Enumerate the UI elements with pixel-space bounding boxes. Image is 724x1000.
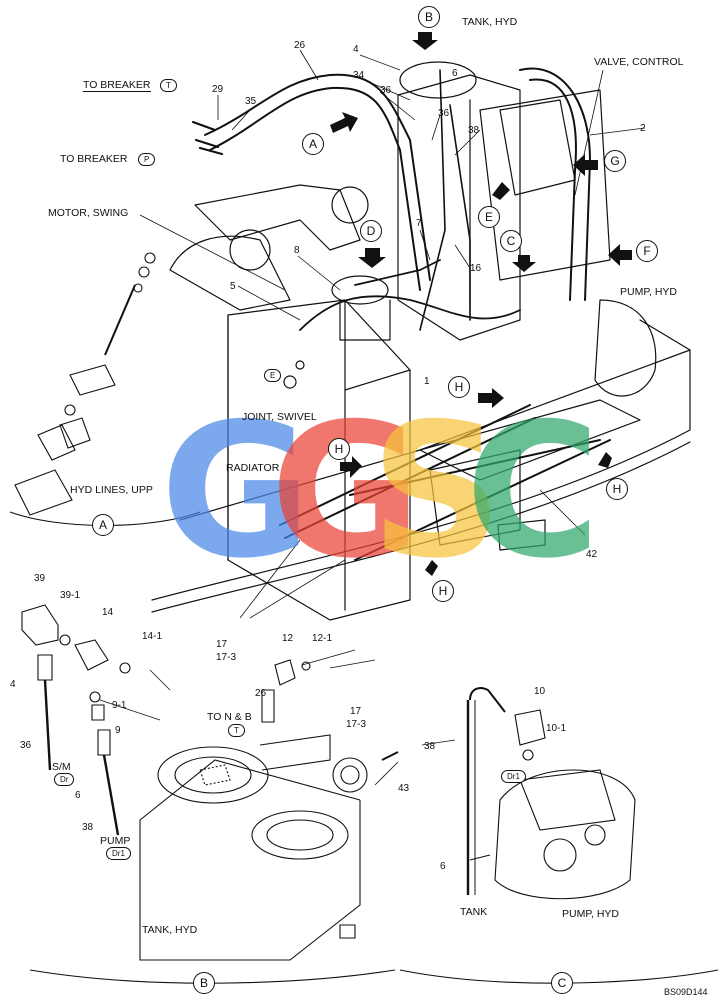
radiator-label: RADIATOR [226, 462, 280, 474]
watermark-letter-4: C [465, 383, 601, 599]
callout-16: 16 [470, 263, 482, 274]
callout-4b: 4 [10, 679, 16, 690]
watermark-letter-1: G [160, 383, 312, 599]
pump-b-label: PUMP [100, 835, 131, 847]
view-b-circle: B [418, 6, 440, 28]
to-n-b-label: TO N & B [207, 711, 252, 723]
callout-39-1: 39-1 [60, 590, 81, 601]
callout-17b: 17 [350, 706, 362, 717]
pump-hyd-right-label: PUMP, HYD [620, 286, 677, 298]
callout-10-1: 10-1 [546, 723, 567, 734]
hyd-lines-upp-label: HYD LINES, UPP [70, 484, 153, 496]
callout-12-1: 12-1 [312, 633, 333, 644]
callout-14-1: 14-1 [142, 631, 163, 642]
section-b-circle: B [193, 972, 215, 994]
callout-17-3: 17-3 [216, 652, 237, 663]
callout-5: 5 [230, 281, 236, 292]
callout-4: 4 [353, 44, 359, 55]
section-b-parts [21, 604, 399, 984]
to-breaker-p-label: TO BREAKER [60, 153, 128, 165]
callout-14: 14 [102, 607, 114, 618]
callout-10: 10 [534, 686, 546, 697]
callout-39: 39 [34, 573, 46, 584]
port-dr-badge: Dr [54, 773, 75, 786]
to-breaker-t-label: TO BREAKER [83, 79, 151, 92]
callout-6b: 6 [75, 790, 81, 801]
port-dr1-b-badge: Dr1 [106, 847, 131, 860]
sm-label: S/M [52, 761, 71, 773]
tank-hyd-bottom-label: TANK, HYD [142, 924, 198, 936]
section-a-circle: A [92, 514, 114, 536]
callout-12: 12 [282, 633, 294, 644]
port-p-badge: P [138, 153, 156, 166]
callout-35: 35 [245, 96, 257, 107]
drawing-code: BS09D144 [664, 987, 708, 997]
tank-c-label: TANK [460, 906, 488, 918]
leader-lines [99, 49, 646, 786]
callout-17: 17 [216, 639, 228, 650]
callout-2: 2 [640, 123, 646, 134]
view-h-circle-1: H [448, 376, 470, 398]
callout-6c: 6 [440, 861, 446, 872]
callout-29: 29 [212, 84, 224, 95]
view-d-circle: D [360, 220, 382, 242]
callout-26b: 26 [255, 688, 267, 699]
callout-8: 8 [294, 245, 300, 256]
port-dr1-c-badge: Dr1 [501, 770, 526, 783]
callout-17-3b: 17-3 [346, 719, 367, 730]
joint-swivel-label: JOINT, SWIVEL [242, 411, 317, 423]
callout-36c: 36 [20, 740, 32, 751]
watermark-letter-3: S [370, 383, 503, 599]
callout-7: 7 [416, 218, 422, 229]
port-t-badge: T [160, 79, 177, 92]
callout-26: 26 [294, 40, 306, 51]
view-h-circle-4: H [432, 580, 454, 602]
view-arrows [330, 32, 632, 576]
callout-36: 36 [380, 85, 392, 96]
callout-38b: 38 [82, 822, 94, 833]
callout-42: 42 [586, 549, 598, 560]
port-t-b-badge: T [228, 724, 245, 737]
tank-hyd-top-label: TANK, HYD [462, 16, 518, 28]
pump-hyd-c-label: PUMP, HYD [562, 908, 619, 920]
callout-43: 43 [398, 783, 410, 794]
section-c-circle: C [551, 972, 573, 994]
view-e-circle: E [478, 206, 500, 228]
view-g-circle: G [604, 150, 626, 172]
view-h-circle-2: H [328, 438, 350, 460]
section-c-parts [399, 687, 719, 984]
callout-1: 1 [424, 376, 430, 387]
callout-36b: 36 [438, 108, 450, 119]
callout-38c: 38 [424, 741, 436, 752]
view-c-circle: C [500, 230, 522, 252]
valve-control-label: VALVE, CONTROL [594, 56, 684, 68]
callout-9: 9 [115, 725, 121, 736]
callout-38: 38 [468, 125, 480, 136]
motor-swing-label: MOTOR, SWING [48, 207, 129, 219]
view-f-circle: F [636, 240, 658, 262]
view-a-circle: A [302, 133, 324, 155]
callout-34: 34 [353, 70, 365, 81]
watermark-letter-2: G [270, 383, 422, 599]
port-e-badge: E [264, 369, 282, 382]
view-h-circle-3: H [606, 478, 628, 500]
callout-9-1: 9-1 [112, 700, 127, 711]
upper-structure-drawing [151, 61, 691, 621]
callout-6: 6 [452, 68, 458, 79]
